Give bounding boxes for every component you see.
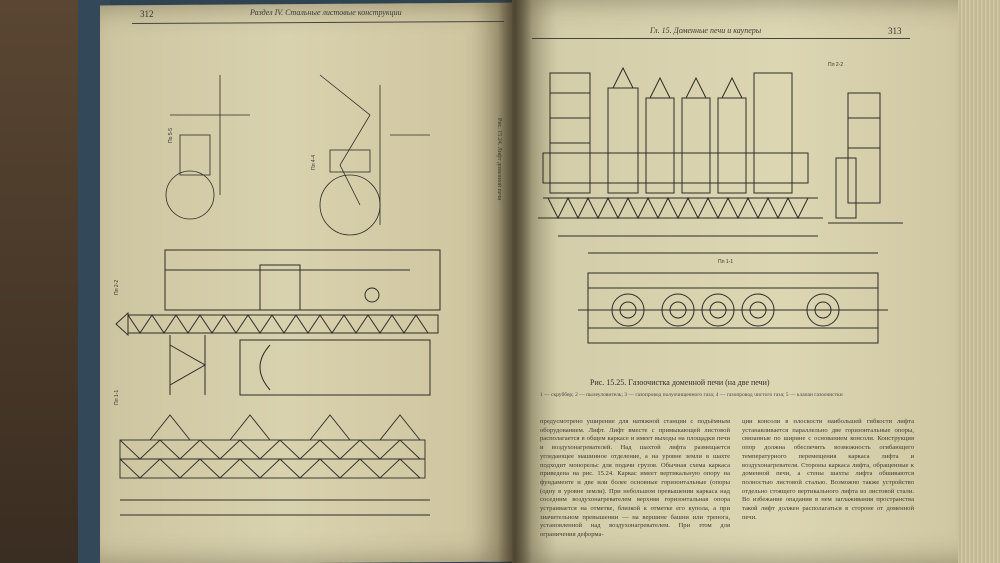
left-running-head: Раздел IV. Стальные листовые конструкции <box>250 8 402 17</box>
right-running-head: Гл. 15. Доменные печи и кауперы <box>650 26 762 35</box>
right-header-rule <box>532 38 910 39</box>
right-page-number: 313 <box>888 26 902 36</box>
gas-cleaning-drawing: Пл 2-2 Пл 1-1 <box>538 62 903 344</box>
view-label-4: Пл 4-4 <box>311 155 317 170</box>
right-view-label-1: Пл 2-2 <box>828 62 843 68</box>
text-column-right: ции консоли в плоскости наибольшей гибко… <box>742 418 914 522</box>
view-label-2: Пл 2-2 <box>114 280 120 295</box>
right-page <box>512 0 964 563</box>
right-view-label-2: Пл 1-1 <box>718 259 733 265</box>
view-label-1: Пл 1-1 <box>114 390 120 405</box>
left-caption-text: Рис. 15.24. Лифт доменной печи <box>446 118 502 398</box>
elevator-drawing: Пл 1-1 Пл 2-2 По 5-5 Пл 4-4 <box>114 74 441 516</box>
text-column-left: предусмотрено уширение для натяжной стан… <box>540 418 730 540</box>
view-label-3: По 5-5 <box>168 128 174 143</box>
right-figure-legend: 1 — скруббер; 2 — пылеуловитель; 3 — газ… <box>540 392 843 398</box>
page-edges <box>958 0 1000 563</box>
text-column-right-body: ции консоли в плоскости наибольшей гибко… <box>742 418 914 521</box>
text-column-left-body: предусмотрено уширение для натяжной стан… <box>540 418 730 539</box>
right-figure-caption: Рис. 15.25. Газоочистка доменной печи (н… <box>590 378 770 387</box>
left-page-number: 312 <box>140 9 154 19</box>
book-gutter <box>498 0 532 563</box>
left-figure-caption: Рис. 15.24. Лифт доменной печи <box>446 118 502 398</box>
